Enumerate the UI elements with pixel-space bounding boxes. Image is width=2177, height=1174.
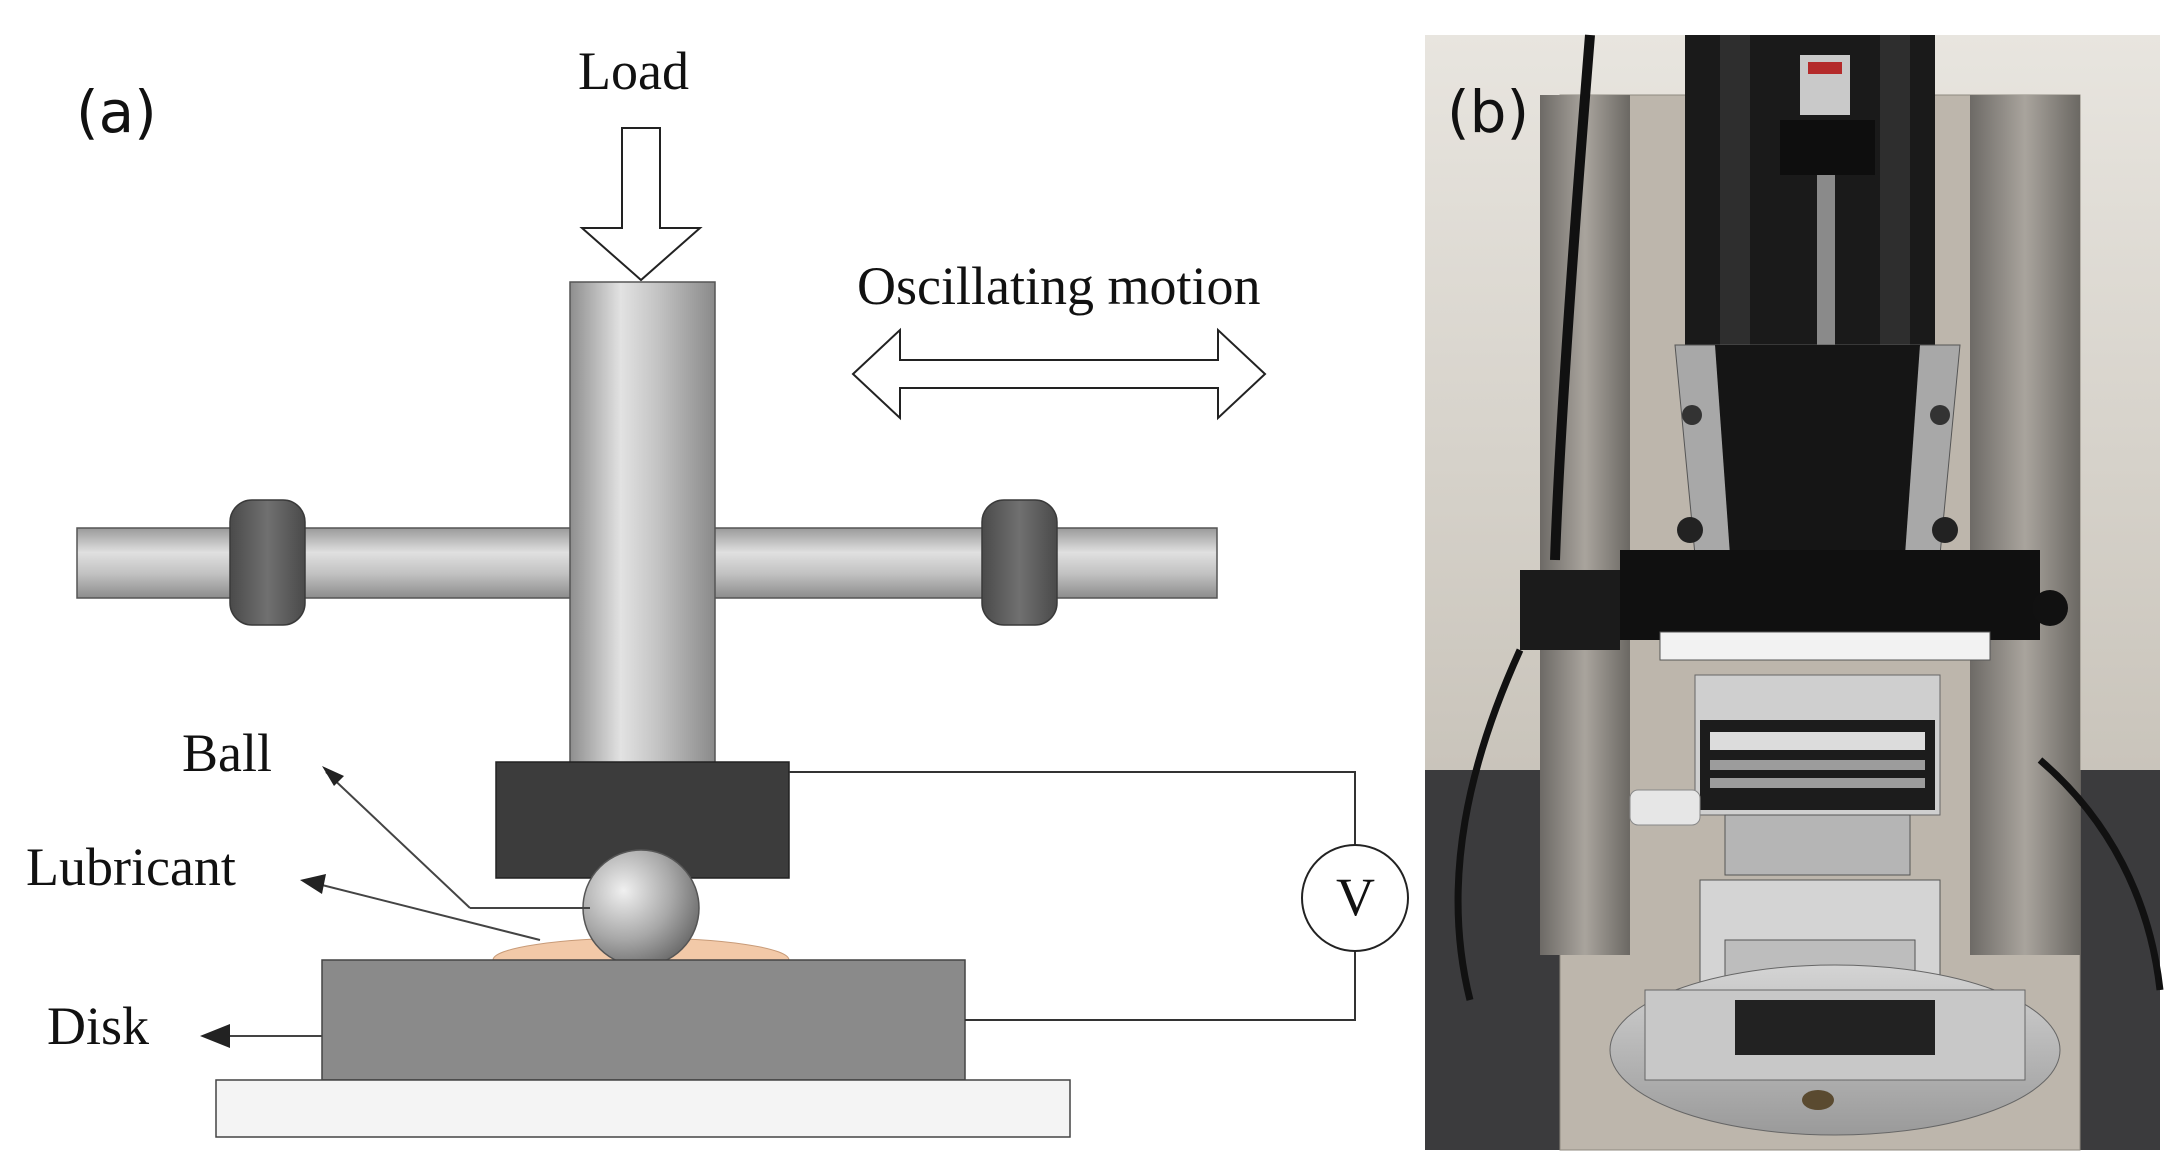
rod-clamp-right <box>981 499 1058 626</box>
rod-clamp-left <box>229 499 306 626</box>
circuit-wire-bottom <box>965 951 1356 1021</box>
vertical-rod <box>569 281 716 765</box>
load-label: Load <box>578 41 689 101</box>
oscillating-motion-label: Oscillating motion <box>857 256 1261 316</box>
ball <box>582 849 700 967</box>
lubricant-pointer <box>300 874 541 941</box>
disk-pointer <box>200 1024 322 1048</box>
voltmeter-symbol <box>1301 844 1409 952</box>
disk <box>321 959 966 1081</box>
voltmeter-label: V <box>1336 867 1375 927</box>
panel-a-label: (a) <box>76 78 157 146</box>
disk-label: Disk <box>47 996 150 1056</box>
load-arrow <box>579 127 703 282</box>
panel-b-label: (b) <box>1447 78 1530 146</box>
base-plate <box>215 1079 1071 1138</box>
apparatus-photo <box>1425 34 2164 1151</box>
lubricant-label: Lubricant <box>26 837 236 897</box>
oscillating-motion-arrow <box>851 327 1267 421</box>
circuit-wire <box>789 771 1356 845</box>
ball-label: Ball <box>182 723 272 783</box>
ball-pointer <box>322 766 590 909</box>
